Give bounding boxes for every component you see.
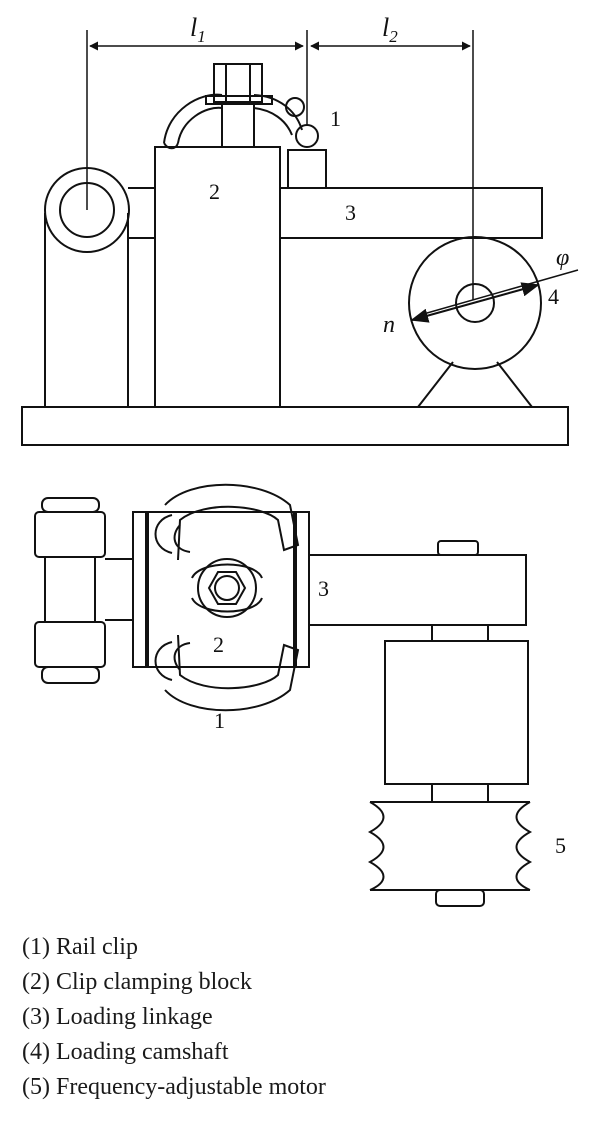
dimension-l2-label: l2: [382, 13, 398, 46]
clip-clamping-block: [154, 146, 281, 408]
legend-item-loading-camshaft: (4) Loading camshaft: [22, 1039, 229, 1065]
clamp-plate-left: [132, 511, 147, 668]
label-n: n: [383, 312, 395, 338]
label-4-side: 4: [548, 284, 559, 309]
legend: (1) Rail clip (2) Clip clamping block (3…: [22, 930, 326, 1105]
loading-camshaft: [408, 236, 579, 408]
label-3-top: 3: [318, 576, 329, 601]
bolt: [205, 63, 273, 148]
label-phi: φ: [556, 245, 569, 271]
rail-clip: [163, 93, 327, 189]
rail-clip-plan: [154, 483, 300, 712]
hex-nut: [191, 558, 263, 618]
motor-plan: [367, 624, 533, 907]
label-2-side: 2: [209, 179, 220, 204]
loading-linkage: [128, 187, 543, 239]
label-1-top: 1: [214, 708, 225, 733]
clamp-plate-right: [295, 511, 310, 668]
clamping-block-plan: [147, 511, 295, 668]
top-view: [34, 483, 533, 907]
bolt-head-plan: [437, 540, 479, 556]
label-3-side: 3: [345, 200, 356, 225]
legend-item-loading-linkage: (3) Loading linkage: [22, 1004, 213, 1030]
test-rig-diagram: l1 l2 1 2 3 4 φ n: [21, 13, 579, 907]
label-5-top: 5: [555, 833, 566, 858]
pivot-support: [44, 167, 130, 407]
legend-item-motor: (5) Frequency-adjustable motor: [22, 1074, 326, 1100]
dimension-lines: [86, 30, 474, 300]
legend-item-rail-clip: (1) Rail clip: [22, 934, 138, 960]
dimension-l1-label: l1: [190, 13, 206, 46]
base-plate: [21, 406, 569, 446]
loading-linkage-plan: [308, 554, 527, 626]
label-2-top: 2: [213, 632, 224, 657]
label-1-side: 1: [330, 106, 341, 131]
side-view-labels: l1 l2 1 2 3 4 φ n: [190, 13, 569, 338]
side-view: [21, 30, 579, 446]
top-view-labels: 3 2 1 5: [213, 576, 566, 858]
pivot-plan: [34, 497, 133, 684]
legend-item-clip-clamping-block: (2) Clip clamping block: [22, 969, 252, 995]
